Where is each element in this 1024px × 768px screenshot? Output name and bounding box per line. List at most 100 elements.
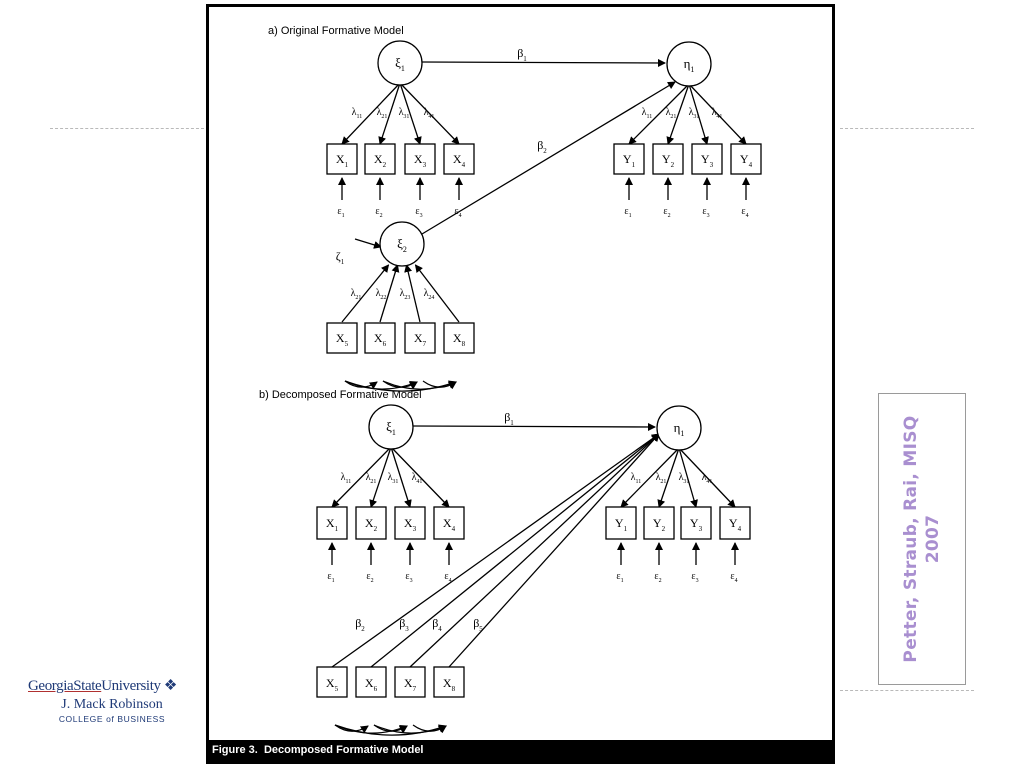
a-y1-box (613, 143, 645, 175)
b-x3-box (394, 506, 426, 540)
b-y4-box (719, 506, 751, 540)
b-eta1-loading-arrow-2 (657, 447, 680, 508)
b-x8-label: X8 (443, 676, 456, 693)
b-xi1-loading-arrow-4 (390, 446, 450, 508)
b-x-error-label-3: ε3 (405, 571, 412, 584)
a-x6-label: X6 (374, 331, 387, 348)
b-direct-path-label-1: β2 (355, 616, 365, 633)
b-beta1-path-arrow (412, 422, 656, 431)
a-xi2-circle (379, 221, 425, 267)
a-beta2-label: β2 (537, 138, 547, 155)
a-eta1-loading-arrow-4 (688, 83, 747, 145)
b-x-error-label-1: ε1 (327, 571, 334, 584)
a-y-error-label-3: ε3 (702, 206, 709, 219)
a-formative-arrow-1 (341, 264, 390, 323)
b-beta1-label: β1 (504, 410, 514, 427)
a-xi1-circle (377, 40, 423, 86)
a-formative-weight-label-3: λ23 (400, 288, 411, 301)
a-xi1-loading-arrow-1 (341, 82, 401, 145)
b-x-loading-label-1: λ11 (341, 472, 352, 485)
b-x4-label: X4 (443, 516, 456, 533)
gsu-logo: GeorgiaStateUniversity ❖ J. Mack Robinso… (28, 676, 196, 724)
b-xi1-loading-arrow-2 (369, 446, 392, 508)
a-x1-box (326, 143, 358, 175)
a-x-error-label-1: ε1 (337, 206, 344, 219)
b-eta1-circle (656, 405, 702, 451)
a-y2-label: Y2 (662, 152, 675, 169)
b-x2-box (355, 506, 387, 540)
b-y2-label: Y2 (653, 516, 666, 533)
flame-icon: ❖ (163, 678, 177, 694)
b-x7-box (394, 666, 426, 698)
a-zeta-arrow (354, 238, 382, 249)
a-formative-arrow-4 (414, 264, 460, 323)
b-x-error-label-2: ε2 (366, 571, 373, 584)
a-formative-arrow-2 (379, 264, 400, 323)
a-x5-label: X5 (336, 331, 349, 348)
a-y-error-label-1: ε1 (624, 206, 631, 219)
a-x6-box (364, 322, 396, 354)
b-x7-label: X7 (404, 676, 417, 693)
b-y3-label: Y3 (690, 516, 703, 533)
a-x-error-label-4: ε4 (454, 206, 461, 219)
a-x-loading-label-1: λ11 (352, 107, 363, 120)
b-y-error-label-1: ε1 (616, 571, 623, 584)
sem-diagram: a) Original Formative ModelX1ε1λ11X2ε2λ2… (259, 25, 762, 736)
a-zeta-label: ζ1 (336, 249, 345, 266)
logo-college: COLLEGE of BUSINESS (58, 714, 166, 724)
a-x-loading-label-4: λ41 (424, 107, 435, 120)
b-eta1-loading-arrow-1 (620, 447, 680, 508)
a-formative-weight-label-1: λ21 (351, 288, 362, 301)
logo-georgiastate: GeorgiaState (28, 678, 102, 694)
logo-university: University (101, 678, 161, 694)
a-x1-label: X1 (336, 152, 349, 169)
a-formative-weight-label-4: λ24 (424, 288, 435, 301)
b-y1-label: Y1 (615, 516, 628, 533)
a-y2-box (652, 143, 684, 175)
a-x-error-label-2: ε2 (375, 206, 382, 219)
a-beta1-label: β1 (517, 46, 527, 63)
b-direct-path-arrow-3 (409, 433, 660, 668)
panel-b-title: b) Decomposed Formative Model (259, 389, 422, 401)
a-x2-box (364, 143, 396, 175)
citation-text: Petter, Straub, Rai, MISQ 2007 (901, 415, 943, 663)
b-x5-label: X5 (326, 676, 339, 693)
a-xi1-loading-arrow-4 (399, 82, 460, 145)
b-y4-label: Y4 (729, 516, 742, 533)
a-x-loading-label-2: λ21 (377, 107, 388, 120)
figure-caption: Figure 3. Decomposed Formative Model (212, 744, 424, 756)
b-xi1-label: ξ1 (386, 419, 396, 437)
b-direct-path-label-3: β4 (432, 616, 442, 633)
a-y-error-label-2: ε2 (663, 206, 670, 219)
b-x3-label: X3 (404, 516, 417, 533)
a-beta2-path-arrow (421, 81, 676, 235)
a-y4-box (730, 143, 762, 175)
b-y-loading-label-4: λ41 (702, 472, 713, 485)
a-xi1-loading-arrow-2 (378, 82, 401, 145)
dashed-rule-bottom-right (840, 690, 974, 691)
a-x5-box (326, 322, 358, 354)
a-y-loading-label-4: λ41 (712, 107, 723, 120)
b-eta1-loading-arrow-3 (678, 447, 698, 508)
dashed-rule-left (50, 128, 204, 129)
b-y-error-label-2: ε2 (654, 571, 661, 584)
a-xi1-label: ξ1 (395, 55, 405, 73)
b-x-loading-label-3: λ31 (388, 472, 399, 485)
a-y-loading-label-3: λ31 (689, 107, 700, 120)
b-direct-path-label-4: β5 (473, 616, 483, 633)
a-eta1-loading-arrow-2 (666, 83, 690, 145)
logo-university-name: GeorgiaStateUniversity ❖ (28, 676, 196, 695)
b-x4-box (433, 506, 465, 540)
b-direct-path-label-2: β3 (399, 616, 409, 633)
b-eta1-loading-arrow-4 (678, 447, 736, 508)
b-x5-box (316, 666, 348, 698)
a-x2-label: X2 (374, 152, 387, 169)
b-y-error-label-3: ε3 (691, 571, 698, 584)
a-y1-label: Y1 (623, 152, 636, 169)
b-x1-label: X1 (326, 516, 339, 533)
a-correlation-arc-5 (422, 380, 457, 390)
dashed-rule-right (840, 128, 974, 129)
b-y1-box (605, 506, 637, 540)
b-direct-path-arrow-2 (370, 433, 660, 668)
a-x7-box (404, 322, 436, 354)
